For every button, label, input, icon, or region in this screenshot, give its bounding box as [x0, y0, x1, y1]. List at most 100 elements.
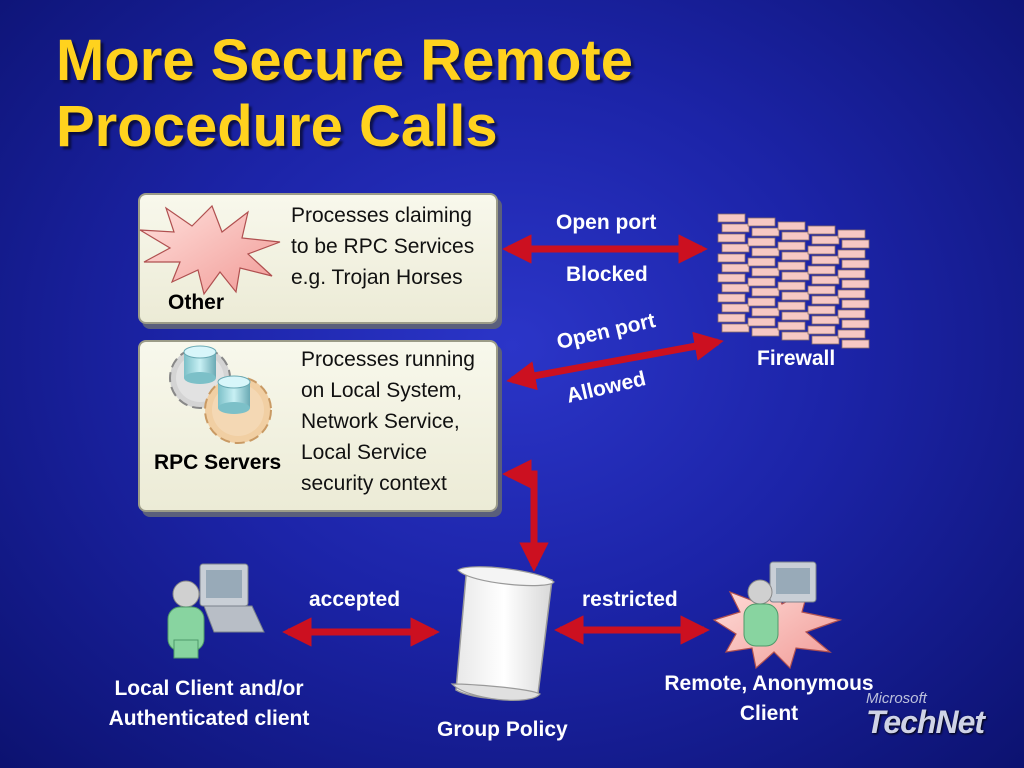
arrow-policy-rpc: [502, 459, 549, 572]
wall-brick: [777, 261, 806, 271]
rpc-servers-label: RPC Servers: [154, 451, 282, 474]
wall-brick: [811, 335, 840, 345]
restricted-label: restricted: [582, 588, 678, 611]
wall-brick: [777, 321, 806, 331]
other-description: Processes claiming to be RPC Services e.…: [291, 200, 474, 293]
wall-brick: [841, 299, 870, 309]
other-label: Other: [168, 291, 225, 314]
rpc-line-1: Processes running: [301, 348, 475, 371]
open-port-label-top: Open port: [556, 211, 657, 234]
logo-name: TechNet: [866, 704, 985, 740]
wall-brick: [777, 281, 806, 291]
rpc-line-3: Network Service,: [301, 410, 460, 433]
wall-brick: [721, 223, 750, 233]
slide-title: More Secure Remote Procedure Calls: [56, 28, 956, 160]
firewall-label: Firewall: [757, 347, 836, 370]
group-policy-label: Group Policy: [437, 718, 568, 741]
remote-client-label: Remote, Anonymous Client: [660, 669, 878, 729]
other-line-1: Processes claiming: [291, 204, 472, 227]
logo-prefix: Microsoft: [866, 690, 927, 707]
wall-brick: [717, 293, 746, 303]
wall-brick: [837, 229, 866, 239]
wall-brick: [781, 231, 810, 241]
wall-brick: [837, 269, 866, 279]
wall-brick: [747, 217, 776, 227]
title-line-2: Procedure Calls: [56, 94, 498, 159]
wall-brick: [807, 305, 836, 315]
wall-brick: [777, 221, 806, 231]
wall-brick: [837, 249, 866, 259]
rpc-servers-panel: [138, 340, 498, 512]
brick-wall-icon: [717, 213, 870, 349]
blocked-label: Blocked: [566, 263, 648, 286]
wall-brick: [751, 267, 780, 277]
wall-brick: [811, 315, 840, 325]
wall-brick: [721, 283, 750, 293]
starburst-icon: [139, 204, 281, 296]
title-line-1: More Secure Remote: [56, 28, 633, 93]
wall-brick: [811, 235, 840, 245]
wall-brick: [837, 289, 866, 299]
wall-brick: [721, 303, 750, 313]
wall-brick: [777, 241, 806, 251]
wall-brick: [807, 285, 836, 295]
wall-brick: [841, 259, 870, 269]
wall-brick: [781, 331, 810, 341]
wall-brick: [811, 255, 840, 265]
wall-brick: [721, 263, 750, 273]
wall-brick: [811, 295, 840, 305]
wall-brick: [777, 301, 806, 311]
wall-brick: [841, 319, 870, 329]
other-line-2: to be RPC Services: [291, 235, 475, 258]
local-client-line-1: Local Client and/or: [114, 677, 304, 700]
arrow-allowed: [506, 331, 724, 391]
accepted-label: accepted: [309, 588, 401, 611]
wall-brick: [811, 275, 840, 285]
user-computer-icon: [167, 563, 265, 659]
user-computer-burst-icon: [712, 561, 843, 670]
wall-brick: [841, 279, 870, 289]
wall-brick: [781, 251, 810, 261]
wall-brick: [841, 239, 870, 249]
wall-brick: [807, 245, 836, 255]
wall-brick: [717, 273, 746, 283]
wall-brick: [837, 309, 866, 319]
local-client-label: Local Client and/or Authenticated client: [104, 674, 314, 734]
wall-brick: [747, 257, 776, 267]
scroll-icon: [450, 566, 555, 701]
rpc-line-5: security context: [301, 472, 447, 495]
wall-brick: [747, 317, 776, 327]
local-client-line-2: Authenticated client: [108, 707, 310, 730]
gear-database-icon: [169, 345, 272, 444]
wall-brick: [747, 237, 776, 247]
remote-client-line-2: Client: [739, 702, 799, 725]
wall-brick: [721, 243, 750, 253]
wall-brick: [751, 247, 780, 257]
wall-brick: [837, 329, 866, 339]
wall-brick: [751, 287, 780, 297]
wall-brick: [717, 313, 746, 323]
rpc-description: Processes running on Local System, Netwo…: [301, 344, 475, 499]
wall-brick: [751, 327, 780, 337]
wall-brick: [807, 225, 836, 235]
wall-brick: [781, 311, 810, 321]
wall-brick: [717, 233, 746, 243]
wall-brick: [781, 271, 810, 281]
wall-brick: [751, 227, 780, 237]
other-line-3: e.g. Trojan Horses: [291, 266, 463, 289]
wall-brick: [721, 323, 750, 333]
wall-brick: [807, 265, 836, 275]
wall-brick: [841, 339, 870, 349]
wall-brick: [717, 253, 746, 263]
technet-logo: Microsoft TechNet: [866, 690, 985, 740]
wall-brick: [717, 213, 746, 223]
rpc-line-2: on Local System,: [301, 379, 463, 402]
rpc-line-4: Local Service: [301, 441, 428, 464]
wall-brick: [747, 297, 776, 307]
wall-brick: [807, 325, 836, 335]
wall-brick: [781, 291, 810, 301]
remote-client-line-1: Remote, Anonymous: [664, 672, 874, 695]
wall-brick: [751, 307, 780, 317]
wall-brick: [747, 277, 776, 287]
